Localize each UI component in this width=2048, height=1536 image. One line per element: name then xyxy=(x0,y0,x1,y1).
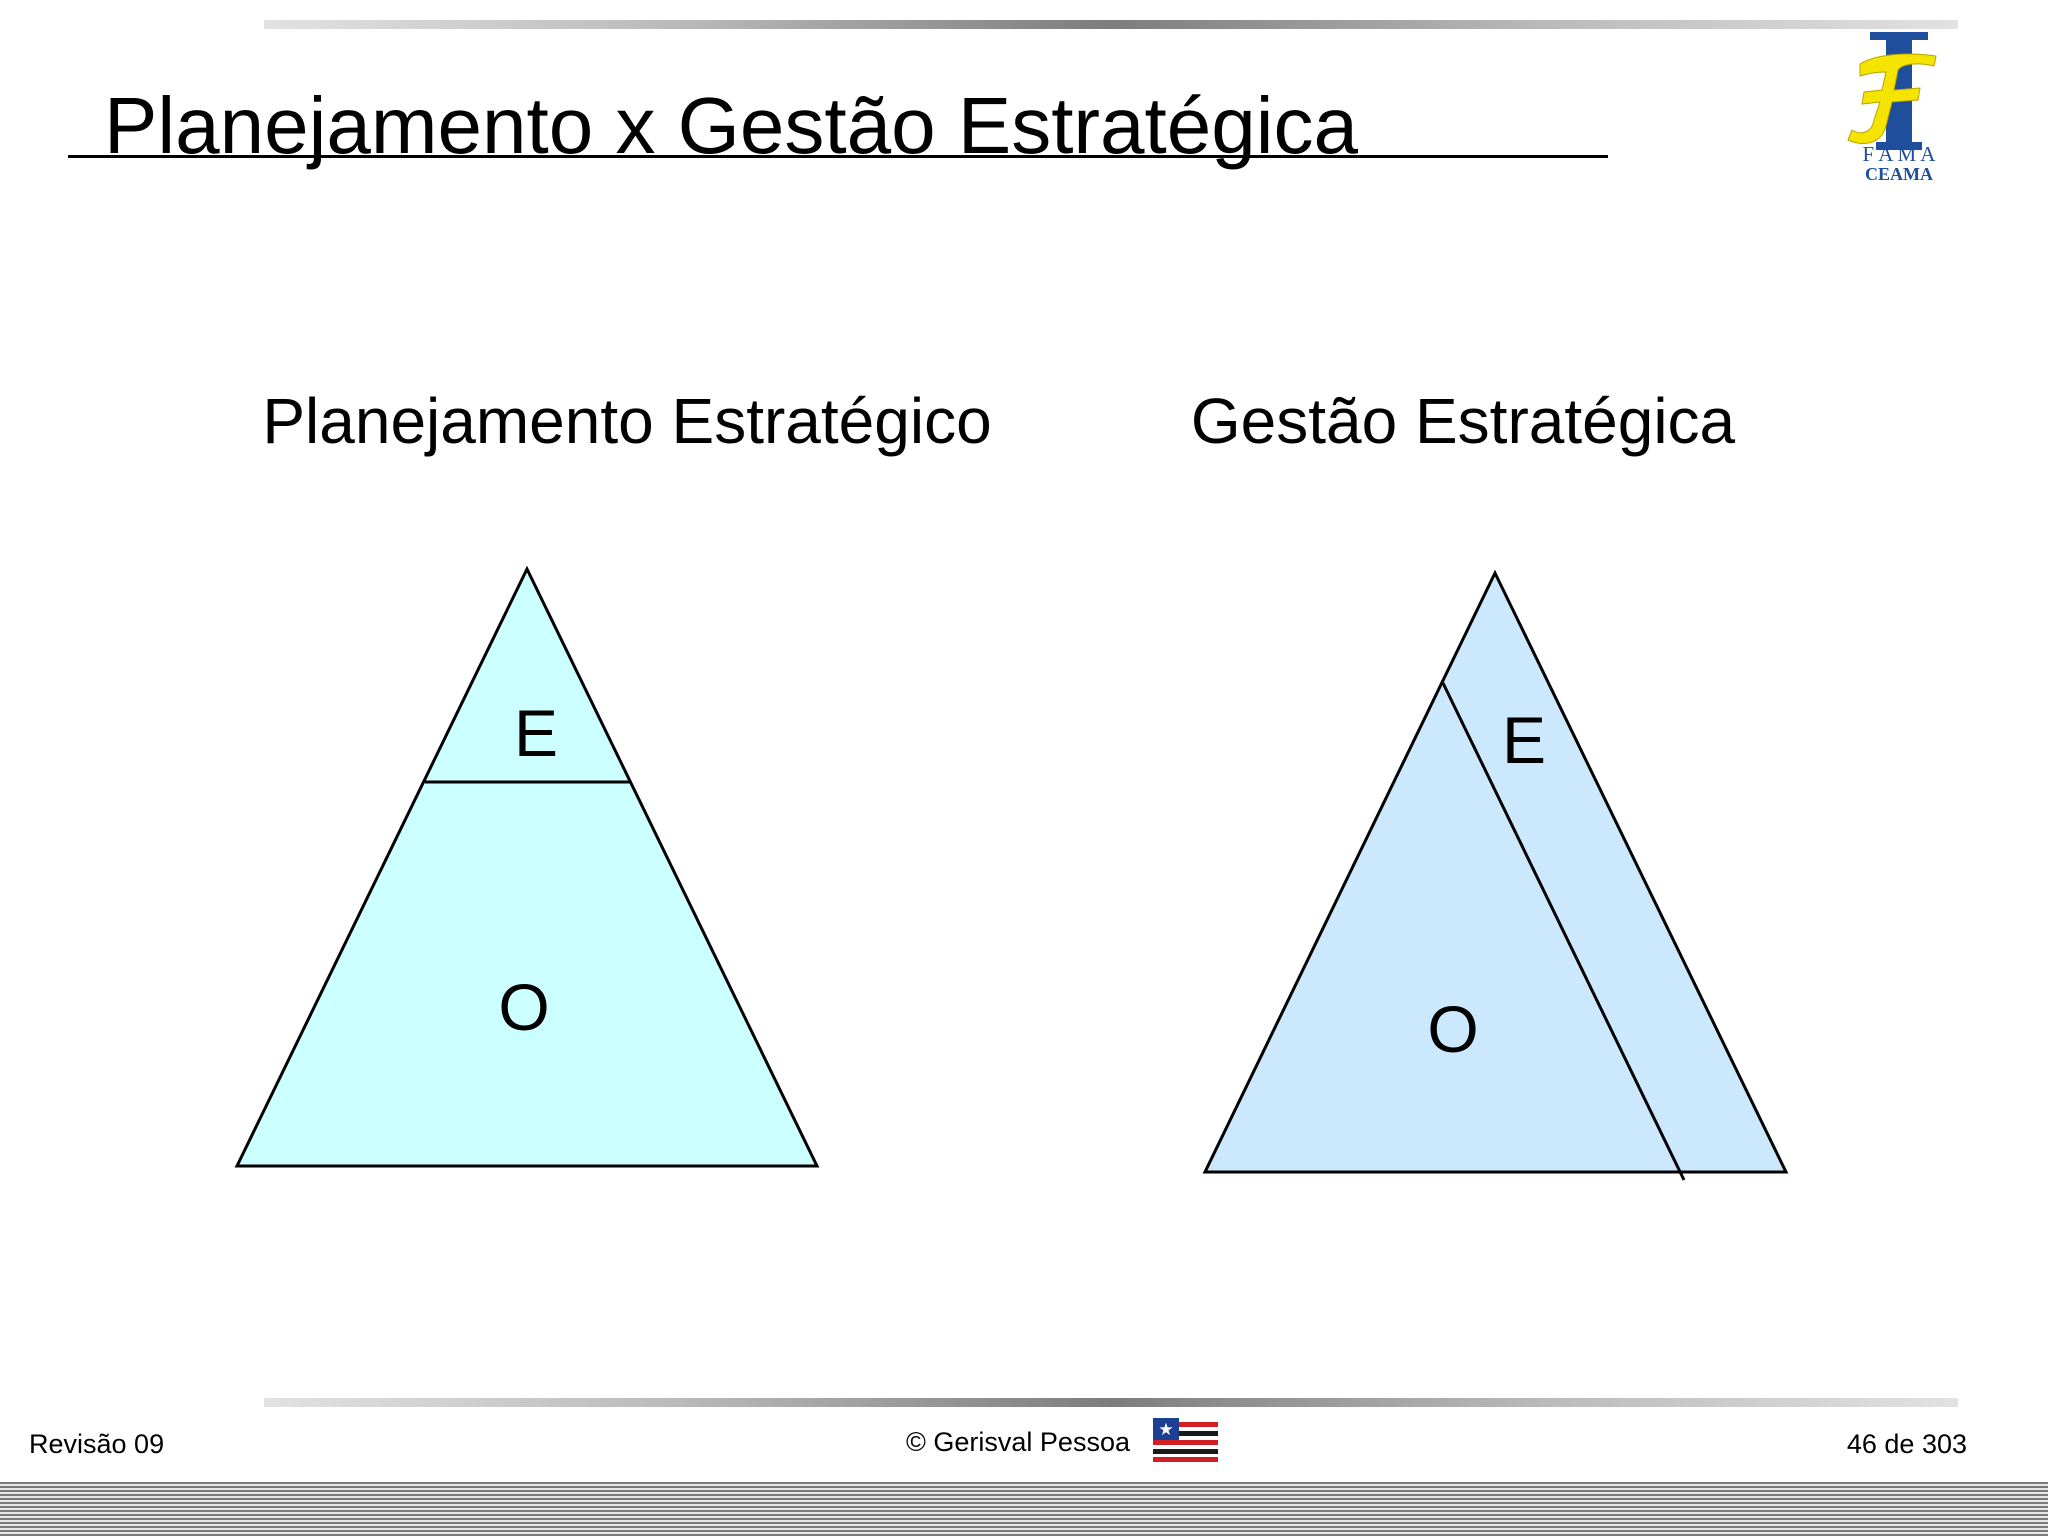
svg-text:★: ★ xyxy=(1158,1420,1173,1440)
footer-revision: Revisão 09 xyxy=(29,1429,165,1459)
right-triangle xyxy=(1202,569,1789,1174)
bottom-rule xyxy=(264,1398,1958,1407)
gestao-estrategica-diagram: Gestão Estratégica E O xyxy=(1191,385,1789,1181)
top-rule xyxy=(264,20,1958,29)
right-heading: Gestão Estratégica xyxy=(1191,385,1736,457)
left-heading: Planejamento Estratégico xyxy=(262,385,991,457)
left-bottom-label: O xyxy=(498,970,549,1044)
right-bottom-label: O xyxy=(1427,992,1478,1066)
f-letter-icon xyxy=(1847,53,1937,144)
left-top-label: E xyxy=(514,696,558,770)
left-triangle xyxy=(234,565,820,1168)
footer-author: © Gerisval Pessoa xyxy=(906,1427,1130,1457)
footer-page-number: 46 de 303 xyxy=(1846,1429,1967,1459)
right-top-label: E xyxy=(1502,703,1546,777)
bottom-band xyxy=(0,1482,2048,1536)
logo-text-fama: F A M A xyxy=(1863,142,1937,166)
planejamento-estrategico-diagram: Planejamento Estratégico E O xyxy=(234,385,992,1168)
fama-ceama-logo: F A M A CEAMA xyxy=(1847,32,1937,182)
logo-text-ceama: CEAMA xyxy=(1865,164,1933,182)
right-slanted-divider xyxy=(1441,682,1686,1181)
title-underline xyxy=(68,155,1608,158)
maranhao-flag-icon: ★ xyxy=(1153,1418,1218,1462)
